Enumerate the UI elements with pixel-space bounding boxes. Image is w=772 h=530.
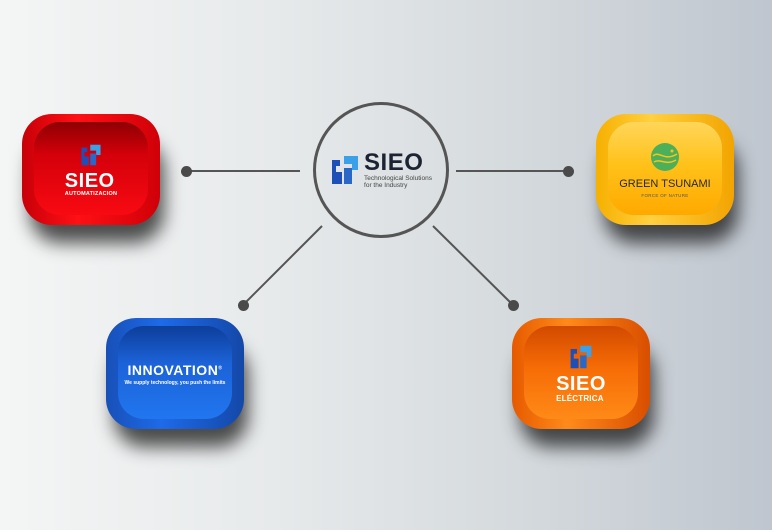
card-green-tsunami[interactable]: GREEN TSUNAMI FORCE OF NATURE — [596, 114, 738, 243]
connector-dot-bottom-left — [238, 300, 249, 311]
center-brand: SIEO — [364, 148, 424, 176]
card-brand: GREEN TSUNAMI — [619, 177, 711, 190]
center-tagline-2: for the Industry — [364, 182, 408, 189]
trademark: ® — [218, 364, 223, 371]
card-subtitle: FORCE OF NATURE — [641, 192, 689, 198]
center-hub: SIEO Technological Solutions for the Ind… — [313, 102, 449, 238]
card-sieo-electrica[interactable]: SIEO ELÉCTRICA — [512, 318, 654, 447]
connector-dot-right — [563, 166, 574, 177]
card-brand: SIEO — [64, 169, 115, 192]
card-subtitle: We supply technology, you push the limit… — [124, 379, 226, 386]
card-brand: SIEO — [556, 373, 606, 395]
card-brand: INNOVATION — [127, 361, 219, 378]
sieo-gear-logo-icon — [570, 345, 592, 369]
card-subtitle: AUTOMATIZACION — [64, 190, 118, 197]
wave-globe-icon — [650, 142, 679, 171]
connector-bottom-right — [432, 225, 514, 306]
sieo-gear-logo-icon — [332, 156, 359, 184]
sieo-gear-logo-icon — [81, 144, 101, 165]
card-sieo-automatizacion[interactable]: SIEO AUTOMATIZACION — [22, 114, 164, 243]
connector-bottom-left — [242, 225, 323, 306]
center-tagline-1: Technological Solutions — [364, 174, 432, 182]
card-subtitle: ELÉCTRICA — [556, 394, 604, 403]
connector-dot-bottom-right — [508, 300, 519, 311]
card-innovation[interactable]: INNOVATION® We supply technology, you pu… — [106, 318, 248, 447]
connector-dot-left — [181, 166, 192, 177]
